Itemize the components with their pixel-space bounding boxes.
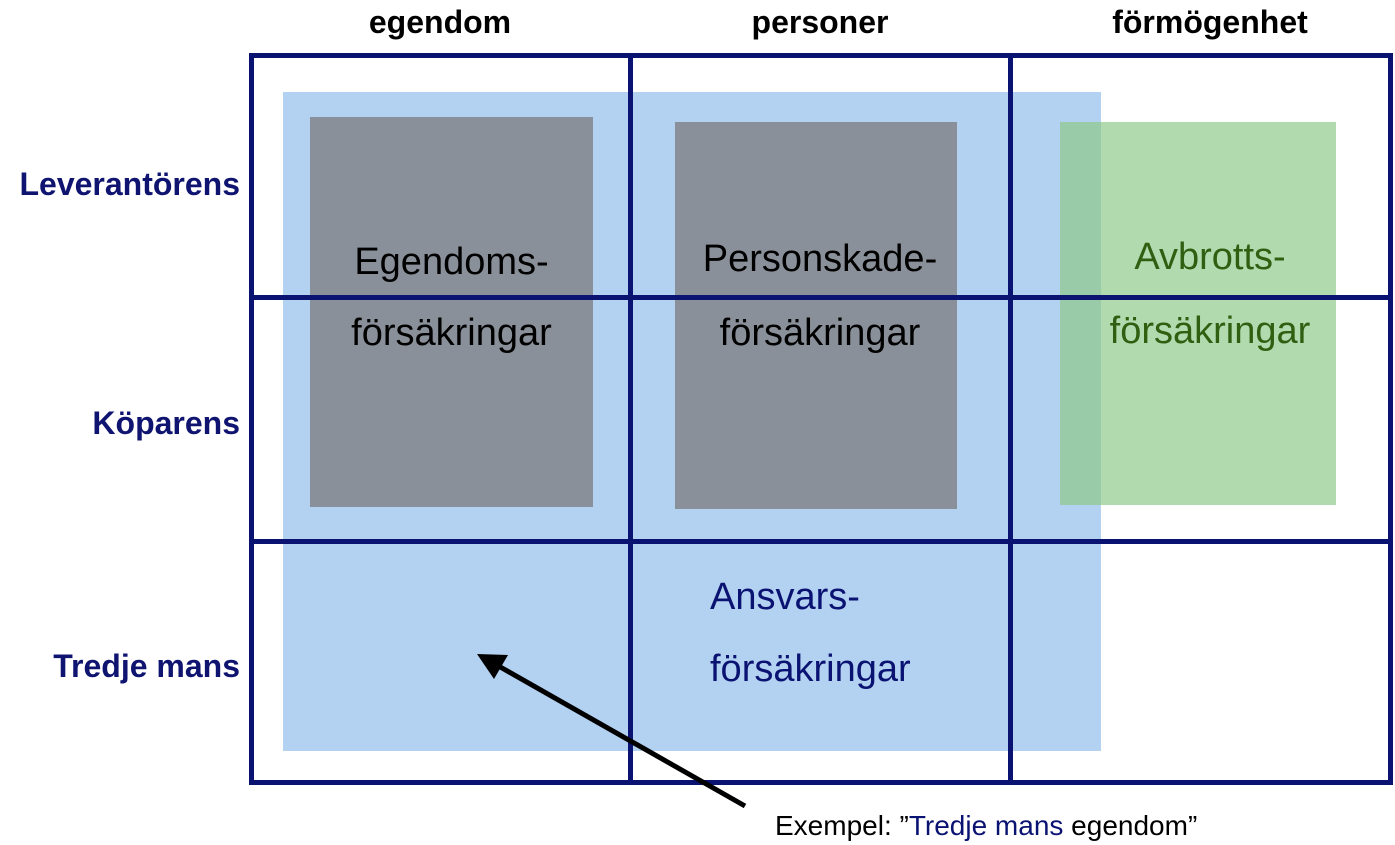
grid-line-horizontal-2 [249,539,1393,544]
column-header-egendom: egendom [368,4,512,40]
person-region [675,122,957,509]
column-header-personer: personer [751,4,889,40]
caption-prefix: Exempel: ” [775,810,909,841]
grid-line-vertical-2 [1008,53,1013,785]
caption-highlight: Tredje mans [908,810,1064,841]
grid-border-top [249,53,1393,58]
grid-border-right [1388,53,1393,785]
egendom-label-line2: försäkringar [351,312,552,354]
avbrott-label-line2: försäkringar [1109,310,1311,352]
row-header-leverantorens: Leverantörens [19,166,240,202]
example-caption: Exempel: ”Tredje mans egendom” [775,808,1197,844]
person-label-line2: försäkringar [719,312,921,354]
caption-suffix: egendom” [1063,810,1198,841]
ansvar-label-line1: Ansvars- [710,576,860,618]
egendom-region [310,117,593,507]
grid-border-bottom [249,780,1393,785]
row-header-tredje-mans: Tredje mans [53,648,240,684]
grid-border-left [249,53,254,785]
egendom-label-line1: Egendoms- [354,241,549,283]
grid-line-horizontal-1 [249,295,1393,300]
avbrott-region [1060,122,1336,505]
grid-line-vertical-1 [628,53,633,785]
ansvar-label-line2: försäkringar [710,648,911,690]
person-label-line1: Personskade- [702,238,938,280]
row-header-koparens: Köparens [92,405,240,441]
avbrott-label-line1: Avbrotts- [1134,236,1286,278]
column-header-formogenhet: förmögenhet [1112,4,1308,40]
